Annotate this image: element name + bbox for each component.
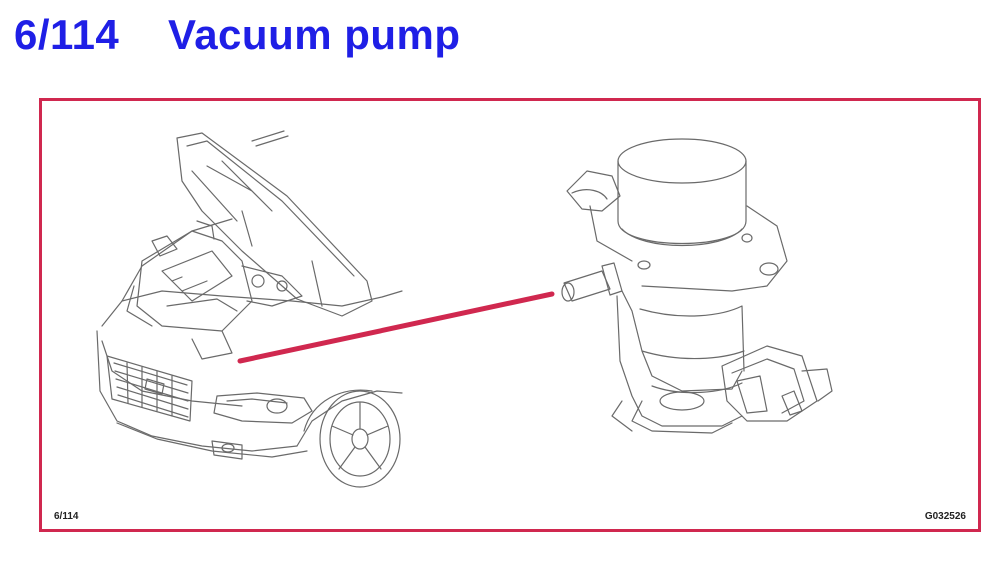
section-number: 6/114 [14,11,120,58]
figure-ref-right: G032526 [924,511,966,522]
car-drawing [96,130,403,488]
illustration [96,130,833,488]
pointer-line [237,291,555,364]
page-title: 6/114 Vacuum pump [14,10,461,60]
vacuum-pump-drawing [561,138,833,434]
figure-ref-left: 6/114 [54,511,79,522]
illustration-frame: 6/114 G032526 [39,98,981,532]
section-title: Vacuum pump [168,11,461,58]
